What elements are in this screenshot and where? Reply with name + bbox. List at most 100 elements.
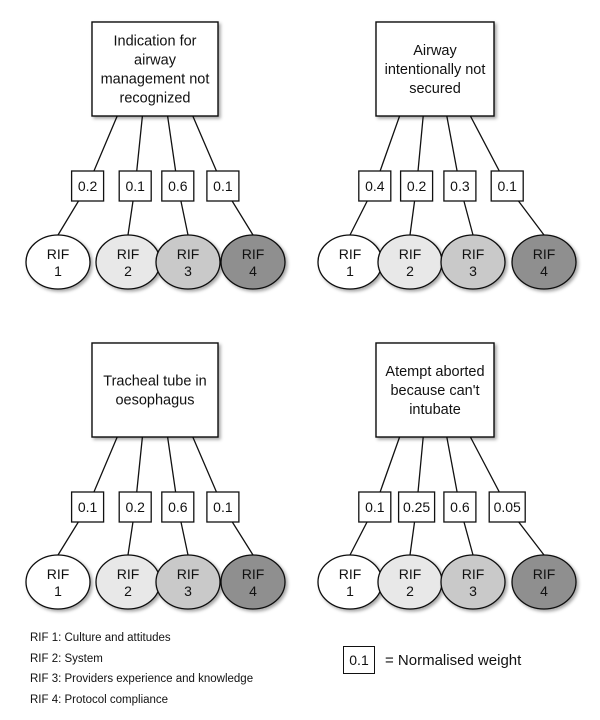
event-label-line: Airway xyxy=(413,43,457,59)
weight-box xyxy=(118,491,152,523)
rif-node-2 xyxy=(95,554,161,610)
weight-key-box: 0.1 xyxy=(343,646,375,674)
weight-value: 0.1 xyxy=(365,499,385,515)
rif-node-3 xyxy=(440,234,506,290)
legend-rif4: RIF 4: Protocol compliance xyxy=(30,693,169,706)
weight-value: 0.2 xyxy=(407,178,427,194)
event-label-line: recognized xyxy=(120,91,191,107)
event-label-line: oesophagus xyxy=(115,393,194,409)
rif-node-number: 1 xyxy=(346,263,354,279)
event-diagram-1: Indication for airway management not recogn… xyxy=(25,21,286,290)
rif-node-number: 4 xyxy=(249,263,257,279)
weight-key: 0.1 = Normalised weight xyxy=(343,646,521,674)
rif-node-number: 3 xyxy=(184,263,192,279)
event-label-line: airway xyxy=(134,53,177,69)
rif-node-label: RIF xyxy=(117,246,140,262)
weight-box xyxy=(161,170,195,202)
rif-node-label: RIF xyxy=(339,566,362,582)
rif-node-3 xyxy=(155,234,221,290)
event-box xyxy=(375,342,495,438)
weight-box xyxy=(206,170,240,202)
rif-node-number: 2 xyxy=(406,583,414,599)
rif-node-2 xyxy=(95,234,161,290)
weight-box xyxy=(397,491,436,523)
event-label-line: Tracheal tube in xyxy=(103,374,206,390)
event-box xyxy=(91,21,219,117)
event-diagram-4: Atempt aborted because can't intubate 0.1 0.… xyxy=(317,342,577,610)
event-label-line: management not xyxy=(101,72,210,88)
event-label-line: because can't xyxy=(390,383,479,399)
rif-node-number: 1 xyxy=(54,263,62,279)
rif-node-label: RIF xyxy=(47,246,70,262)
weight-value: 0.2 xyxy=(125,499,145,515)
rif-node-number: 2 xyxy=(124,583,132,599)
weight-box xyxy=(443,170,477,202)
rif-node-1 xyxy=(25,234,91,290)
rif-node-label: RIF xyxy=(533,246,556,262)
legend-rif3: RIF 3: Providers experience and knowledg… xyxy=(30,673,254,685)
weight-value: 0.6 xyxy=(168,499,188,515)
rif-node-number: 3 xyxy=(469,263,477,279)
event-diagram-3: Tracheal tube in oesophagus 0.1 0.2 0.6 0.1RI… xyxy=(25,342,286,610)
rif-node-label: RIF xyxy=(462,246,485,262)
rif-node-label: RIF xyxy=(533,566,556,582)
rif-node-4 xyxy=(511,234,577,290)
rif-node-label: RIF xyxy=(242,246,265,262)
rif-node-number: 4 xyxy=(540,263,548,279)
weight-box xyxy=(399,170,434,202)
rif-node-2 xyxy=(377,234,443,290)
event-label-line: secured xyxy=(409,81,461,97)
rif-legend: RIF 1: Culture and attitudes RIF 2: Syst… xyxy=(30,628,253,710)
weight-box xyxy=(70,491,105,523)
rif-node-number: 4 xyxy=(540,583,548,599)
rif-node-label: RIF xyxy=(339,246,362,262)
event-diagram-2: Airway intentionally not secured 0.4 0.2 0.3 0… xyxy=(317,21,577,290)
rif-node-3 xyxy=(440,554,506,610)
event-label-line: Indication for xyxy=(113,34,196,50)
weight-value: 0.1 xyxy=(497,178,517,194)
rif-node-number: 1 xyxy=(54,583,62,599)
weight-box xyxy=(358,491,392,523)
rif-node-1 xyxy=(317,234,383,290)
weight-value: 0.1 xyxy=(125,178,145,194)
event-label-line: intentionally not xyxy=(385,62,486,78)
rif-node-label: RIF xyxy=(399,246,422,262)
event-box xyxy=(375,21,495,117)
weight-box xyxy=(161,491,195,523)
weight-box xyxy=(358,170,392,202)
rif-node-label: RIF xyxy=(177,566,200,582)
legend-rif1: RIF 1: Culture and attitudes xyxy=(30,632,171,644)
event-label-line: intubate xyxy=(409,402,461,418)
rif-node-label: RIF xyxy=(242,566,265,582)
event-box xyxy=(91,342,219,438)
weight-value: 0.05 xyxy=(494,499,521,515)
weight-value: 0.4 xyxy=(365,178,385,194)
weight-box xyxy=(488,491,526,523)
weight-value: 0.25 xyxy=(403,499,430,515)
rif-node-4 xyxy=(220,234,286,290)
rif-node-4 xyxy=(511,554,577,610)
rif-node-number: 2 xyxy=(406,263,414,279)
weight-box xyxy=(443,491,477,523)
rif-node-1 xyxy=(317,554,383,610)
rif-node-label: RIF xyxy=(399,566,422,582)
legend-rif2: RIF 2: System xyxy=(30,652,103,665)
rif-node-number: 3 xyxy=(184,583,192,599)
weight-box xyxy=(118,170,152,202)
rif-node-number: 4 xyxy=(249,583,257,599)
rif-node-number: 1 xyxy=(346,583,354,599)
weight-box xyxy=(490,170,524,202)
rif-node-label: RIF xyxy=(47,566,70,582)
weight-value: 0.1 xyxy=(213,178,233,194)
weight-value: 0.1 xyxy=(213,499,233,515)
weight-value: 0.1 xyxy=(78,499,98,515)
weight-key-label: = Normalised weight xyxy=(385,651,522,669)
rif-node-label: RIF xyxy=(177,246,200,262)
weight-value: 0.3 xyxy=(450,178,470,194)
rif-node-number: 2 xyxy=(124,263,132,279)
weight-box xyxy=(206,491,240,523)
rif-node-4 xyxy=(220,554,286,610)
event-label-line: Atempt aborted xyxy=(385,364,484,380)
weight-value: 0.6 xyxy=(450,499,470,515)
